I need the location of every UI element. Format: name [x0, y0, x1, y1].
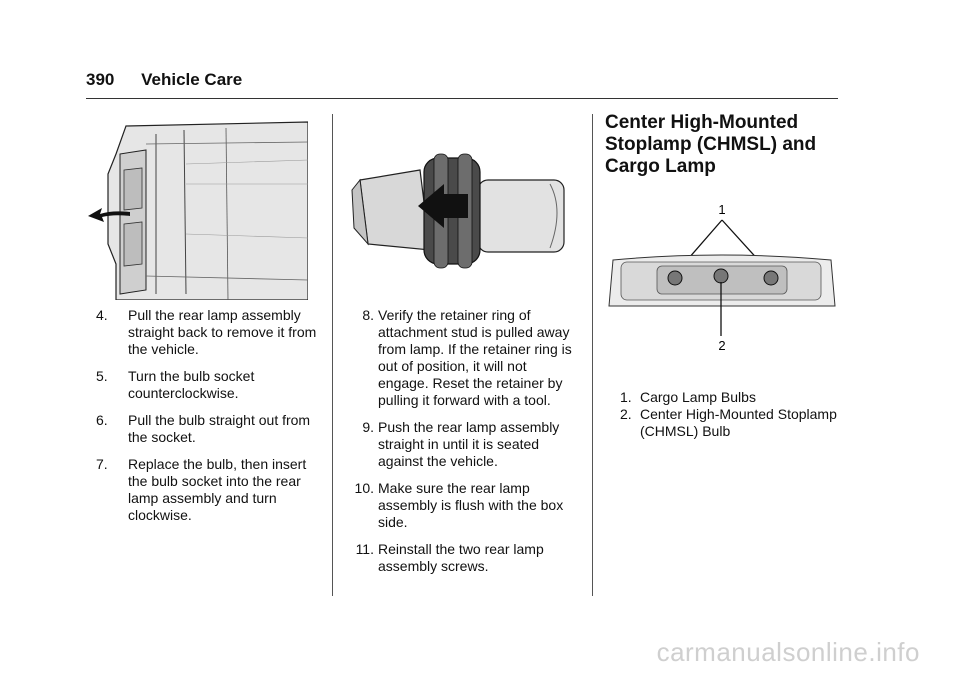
legend-text: Cargo Lamp Bulbs: [640, 389, 756, 405]
callout-2: 2: [718, 338, 725, 353]
step-number: 7.: [96, 456, 108, 472]
step-item: 7. Replace the bulb, then insert the bulb…: [96, 456, 318, 524]
section-title: Vehicle Care: [141, 70, 243, 89]
step-item: 6. Pull the bulb straight out from the so…: [96, 412, 318, 446]
step-item: 11.Reinstall the two rear lamp assembly …: [346, 541, 578, 575]
step-number: 10.: [354, 480, 374, 496]
rear-lamp-removal-illustration: [86, 114, 308, 300]
bulb-socket-illustration: [351, 153, 565, 269]
steps-column-2: 8.Verify the retainer ring of attachment…: [346, 307, 578, 585]
section-heading: Center High-Mounted Stoplamp (CHMSL) and…: [605, 112, 817, 177]
legend-item: 2. Center High-Mounted Stoplamp (CHMSL) B…: [620, 406, 840, 440]
step-text: Pull the rear lamp assembly straight bac…: [128, 307, 317, 357]
step-item: 9.Push the rear lamp assembly straight i…: [346, 419, 578, 470]
step-number: 9.: [362, 419, 374, 435]
legend-number: 1.: [620, 389, 632, 405]
step-number: 6.: [96, 412, 108, 428]
step-text: Pull the bulb straight out from the sock…: [128, 412, 311, 445]
callout-1: 1: [718, 202, 725, 217]
step-number: 4.: [96, 307, 108, 323]
step-text: Replace the bulb, then insert the bulb s…: [128, 456, 307, 523]
legend-item: 1. Cargo Lamp Bulbs: [620, 389, 840, 406]
step-number: 11.: [355, 541, 374, 557]
step-text: Verify the retainer ring of attachment s…: [378, 307, 572, 408]
step-item: 8.Verify the retainer ring of attachment…: [346, 307, 578, 409]
legend-number: 2.: [620, 406, 632, 422]
column-divider-1: [332, 114, 333, 596]
page-number: 390: [86, 70, 115, 89]
column-divider-2: [592, 114, 593, 596]
legend-list: 1. Cargo Lamp Bulbs 2. Center High-Mounted…: [620, 389, 840, 440]
legend-text: Center High-Mounted Stoplamp (CHMSL) Bul…: [640, 406, 837, 439]
step-number: 8.: [362, 307, 374, 323]
page-header: 390 Vehicle Care: [86, 70, 242, 90]
step-text: Turn the bulb socket counterclockwise.: [128, 368, 255, 401]
step-text: Push the rear lamp assembly straight in …: [378, 419, 560, 469]
watermark: carmanualsonline.info: [656, 637, 920, 667]
step-text: Make sure the rear lamp assembly is flus…: [378, 480, 564, 530]
header-rule: [86, 98, 838, 99]
step-item: 10.Make sure the rear lamp assembly is f…: [346, 480, 578, 531]
step-item: 4. Pull the rear lamp assembly straight b…: [96, 307, 318, 358]
step-item: 5. Turn the bulb socket counterclockwise.: [96, 368, 318, 402]
step-text: Reinstall the two rear lamp assembly scr…: [378, 541, 544, 574]
steps-column-1: 4. Pull the rear lamp assembly straight b…: [96, 307, 318, 534]
chmsl-cargo-lamp-illustration: 1 2: [608, 202, 836, 353]
step-number: 5.: [96, 368, 108, 384]
